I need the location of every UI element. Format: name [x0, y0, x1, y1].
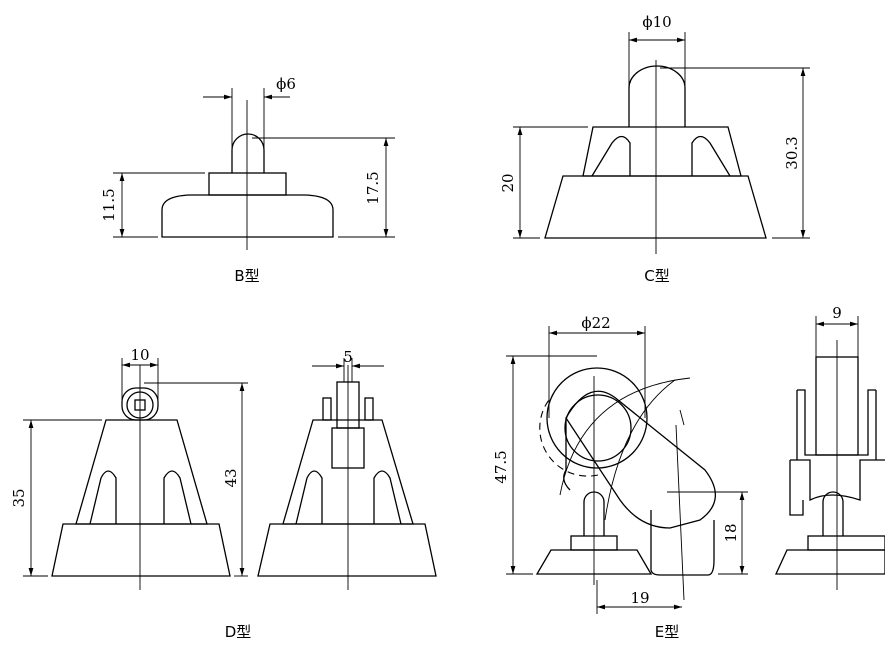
view-e-main: ϕ22 47.5 18 19 — [492, 314, 748, 614]
d-type-label: D型 — [225, 623, 252, 641]
e-offset-label: 19 — [630, 589, 649, 607]
view-e-side: 9 — [774, 304, 885, 590]
c-type-label: C型 — [644, 267, 669, 285]
b-height1-label: 11.5 — [100, 188, 118, 221]
e-diameter-label: ϕ22 — [581, 314, 610, 332]
b-height2-label: 17.5 — [364, 171, 382, 204]
b-diameter-label: ϕ6 — [276, 75, 296, 93]
c-height2-label: 30.3 — [783, 136, 801, 169]
view-d-front: 10 35 43 — [10, 346, 248, 590]
c-height1-label: 20 — [499, 173, 517, 192]
e-height2-label: 18 — [722, 523, 740, 542]
e-type-label: E型 — [655, 623, 679, 641]
view-d-side: 5 — [257, 348, 437, 590]
c-diameter-label: ϕ10 — [642, 13, 671, 31]
d-width-label: 10 — [130, 346, 149, 364]
e-height1-label: 47.5 — [492, 450, 510, 483]
d-height1-label: 35 — [10, 488, 28, 507]
d-height2-label: 43 — [222, 468, 240, 487]
view-b: ϕ6 11.5 17.5 B型 — [100, 75, 395, 285]
view-c: ϕ10 20 30.3 C型 — [499, 13, 810, 285]
e-side-width-label: 9 — [832, 304, 842, 322]
b-type-label: B型 — [234, 267, 259, 285]
d-side-width-label: 5 — [343, 348, 353, 366]
